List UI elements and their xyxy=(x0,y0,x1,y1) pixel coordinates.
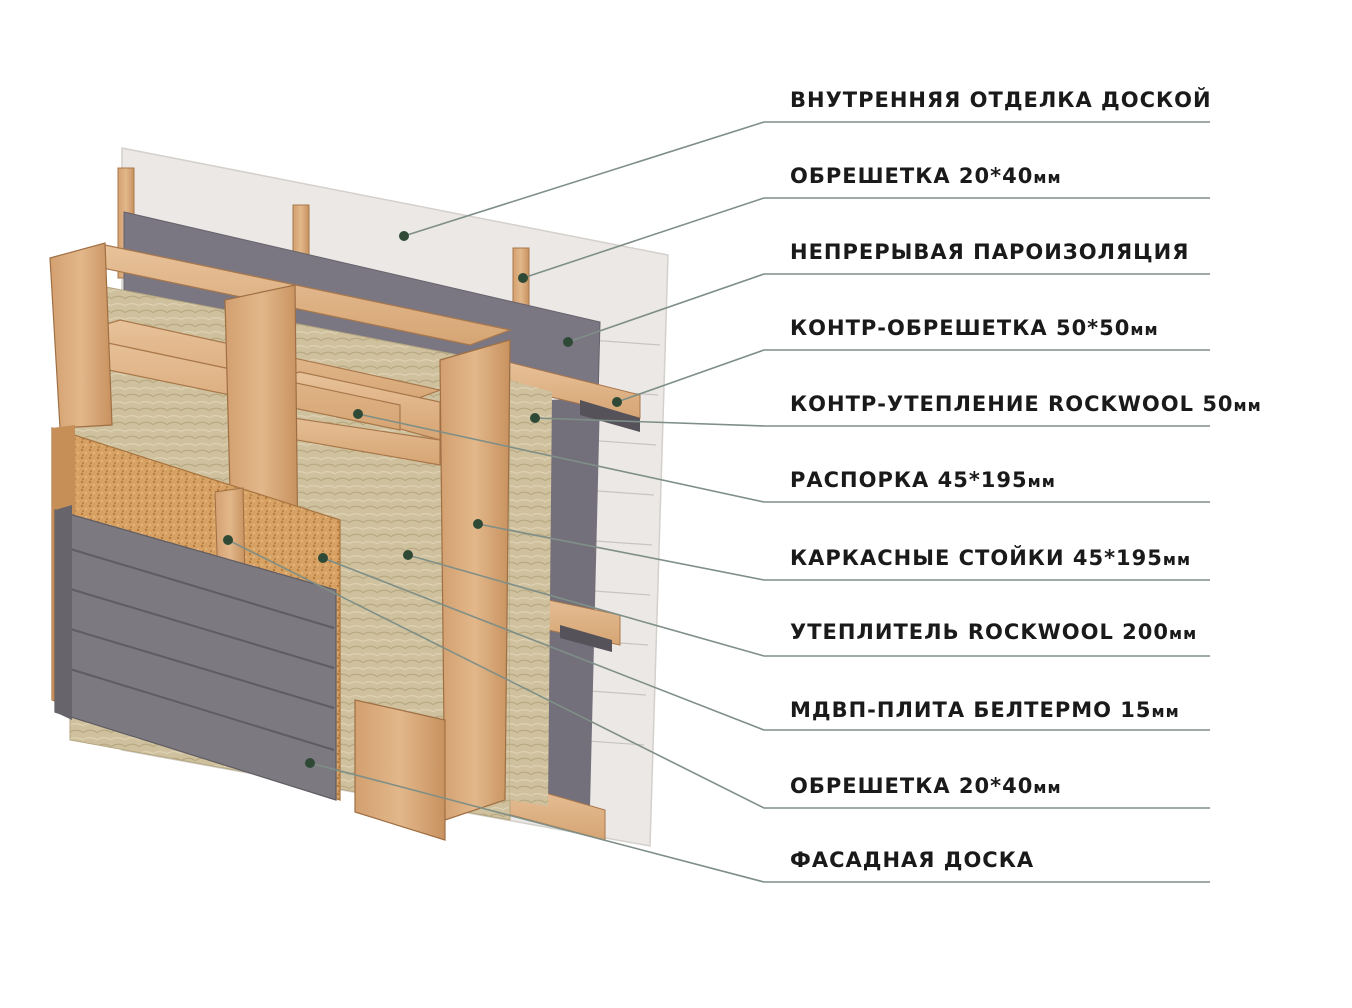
label-outer-battens-text: ОБРЕШЕТКА 20*40 xyxy=(790,774,1034,798)
label-insulation-unit: мм xyxy=(1169,624,1198,643)
leader-line-9 xyxy=(322,557,1210,731)
label-facade-board-text: ФАСАДНАЯ ДОСКА xyxy=(790,848,1035,872)
leader-dot-9 xyxy=(318,553,328,563)
leader-dot-3 xyxy=(563,337,573,347)
label-counter-insulation-unit: мм xyxy=(1233,396,1262,415)
leader-dot-7 xyxy=(473,519,483,529)
leader-line-7 xyxy=(477,523,1210,581)
leader-line-2 xyxy=(522,197,1210,279)
label-outer-battens: ОБРЕШЕТКА 20*40мм xyxy=(790,774,1062,800)
label-inner-battens: ОБРЕШЕТКА 20*40мм xyxy=(790,164,1062,190)
label-counter-battens-text: КОНТР-ОБРЕШЕТКА 50*50 xyxy=(790,316,1131,340)
facade-cladding-edge xyxy=(55,505,72,720)
leader-line-3 xyxy=(567,273,1210,343)
leader-lines xyxy=(227,121,1210,883)
leader-line-10 xyxy=(227,539,1210,809)
label-outer-battens-unit: мм xyxy=(1033,778,1062,797)
label-counter-insulation: КОНТР-УТЕПЛЕНИЕ ROCKWOOL 50мм xyxy=(790,392,1262,418)
label-fiberboard: МДВП-ПЛИТА БЕЛТЕРМО 15мм xyxy=(790,698,1180,724)
counter-wool-strip xyxy=(510,380,552,806)
leader-dot-10 xyxy=(223,535,233,545)
label-interior-board-text: ВНУТРЕННЯЯ ОТДЕЛКА ДОСКОЙ xyxy=(790,88,1212,112)
leader-dot-4 xyxy=(612,397,622,407)
leader-dots xyxy=(223,231,622,768)
label-fiberboard-unit: мм xyxy=(1151,702,1180,721)
facade-cladding-grooves xyxy=(56,544,335,751)
label-fiberboard-text: МДВП-ПЛИТА БЕЛТЕРМО 15 xyxy=(790,698,1152,722)
counter-battens-metal xyxy=(560,400,640,652)
label-counter-battens-unit: мм xyxy=(1130,320,1159,339)
leader-dot-6 xyxy=(353,409,363,419)
leader-line-5 xyxy=(534,417,1210,427)
frame-studs-group xyxy=(49,242,511,841)
label-counter-insulation-text: КОНТР-УТЕПЛЕНИЕ ROCKWOOL 50 xyxy=(790,392,1234,416)
leader-line-1 xyxy=(403,121,1210,237)
label-facade-board: ФАСАДНАЯ ДОСКА xyxy=(790,848,1034,874)
leader-line-6 xyxy=(357,413,1210,503)
label-spacer-text: РАСПОРКА 45*195 xyxy=(790,468,1028,492)
label-spacer: РАСПОРКА 45*195мм xyxy=(790,468,1056,494)
leader-line-4 xyxy=(616,349,1210,403)
label-counter-battens: КОНТР-ОБРЕШЕТКА 50*50мм xyxy=(790,316,1159,342)
label-vapor-barrier-text: НЕПРЕРЫВАЯ ПАРОИЗОЛЯЦИЯ xyxy=(790,240,1190,264)
leader-dot-1 xyxy=(399,231,409,241)
label-frame-studs-text: КАРКАСНЫЕ СТОЙКИ 45*195 xyxy=(790,546,1163,570)
leader-dot-8 xyxy=(403,550,413,560)
label-insulation-text: УТЕПЛИТЕЛЬ ROCKWOOL 200 xyxy=(790,620,1169,644)
label-inner-battens-unit: мм xyxy=(1033,168,1062,187)
leader-line-11 xyxy=(309,762,1210,883)
label-frame-studs-unit: мм xyxy=(1162,550,1192,569)
label-frame-studs: КАРКАСНЫЕ СТОЙКИ 45*195мм xyxy=(790,546,1191,572)
vapor-barrier-side xyxy=(540,398,600,808)
leader-dot-11 xyxy=(305,758,315,768)
leader-dot-2 xyxy=(518,273,528,283)
label-insulation: УТЕПЛИТЕЛЬ ROCKWOOL 200мм xyxy=(790,620,1197,646)
label-vapor-barrier: НЕПРЕРЫВАЯ ПАРОИЗОЛЯЦИЯ xyxy=(790,240,1189,266)
label-interior-board: ВНУТРЕННЯЯ ОТДЕЛКА ДОСКОЙ xyxy=(790,88,1212,114)
leader-line-8 xyxy=(407,554,1210,657)
label-inner-battens-text: ОБРЕШЕТКА 20*40 xyxy=(790,164,1034,188)
label-spacer-unit: мм xyxy=(1027,472,1056,491)
leader-dot-5 xyxy=(530,413,540,423)
